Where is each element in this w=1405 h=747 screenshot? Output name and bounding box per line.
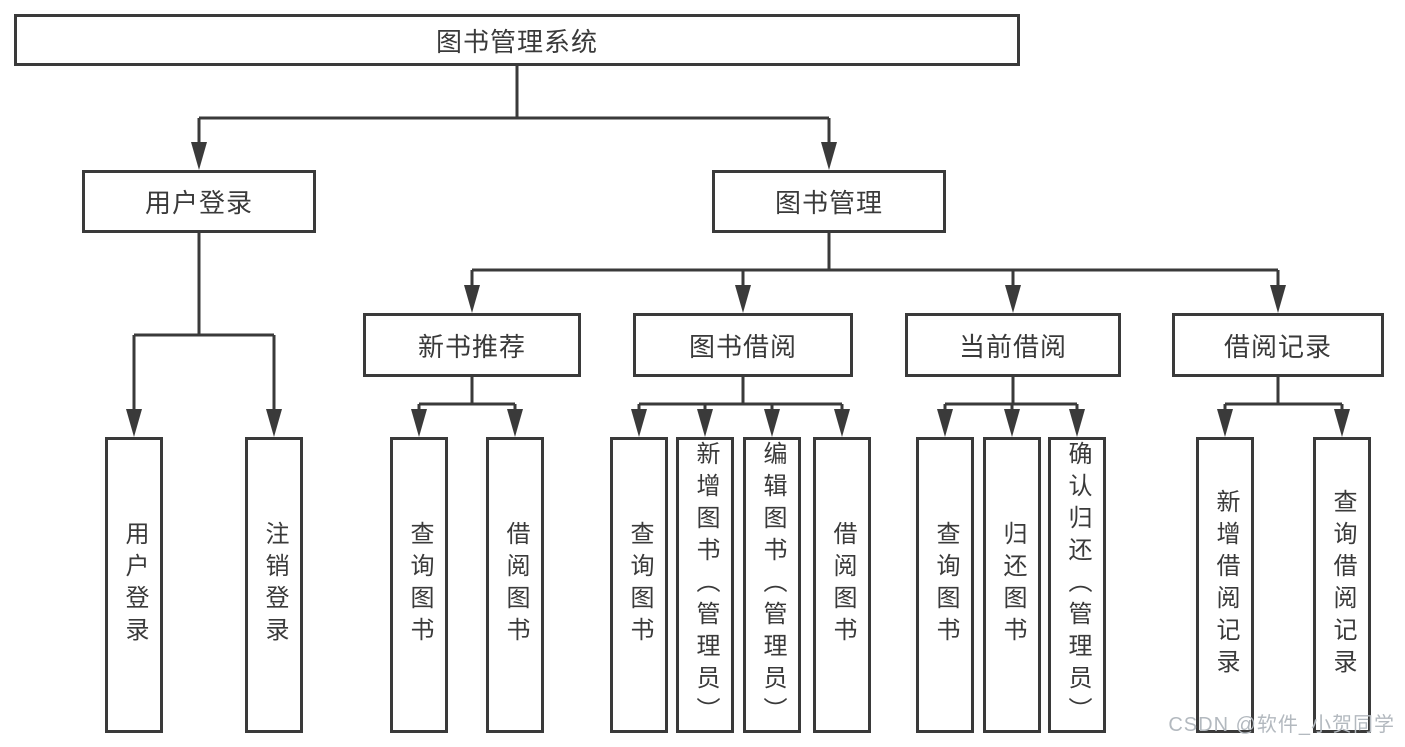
node-book-borrow: 图书借阅 xyxy=(633,313,853,377)
leaf-query-books-current: 查询图书 xyxy=(916,437,974,733)
leaf-label: 借阅图书 xyxy=(502,521,529,649)
leaf-label: 新增借阅记录 xyxy=(1212,489,1239,681)
node-borrow-records: 借阅记录 xyxy=(1172,313,1384,377)
node-label: 图书借阅 xyxy=(688,331,797,362)
arrowhead-down-icon xyxy=(937,409,953,437)
node-label: 图书管理系统 xyxy=(435,26,598,57)
leaf-label: 确认归还（管理员） xyxy=(1064,441,1091,729)
leaf-label: 注销登录 xyxy=(261,521,288,649)
node-label: 用户登录 xyxy=(144,188,253,218)
arrowhead-down-icon xyxy=(631,409,647,437)
connector-current-borrow xyxy=(943,377,1079,413)
connector-borrow-records xyxy=(1223,377,1344,413)
node-current-borrow: 当前借阅 xyxy=(905,313,1121,377)
node-label: 借阅记录 xyxy=(1223,331,1332,362)
connector-user-login xyxy=(132,233,276,413)
leaf-label: 编辑图书（管理员） xyxy=(759,441,786,729)
connector-new-book-recommend xyxy=(417,377,517,413)
leaf-user-login: 用户登录 xyxy=(105,437,163,733)
arrowhead-down-icon xyxy=(821,142,837,170)
arrowhead-down-icon xyxy=(1005,285,1021,313)
leaf-label: 查询图书 xyxy=(932,521,959,649)
arrowhead-down-icon xyxy=(1270,285,1286,313)
arrowhead-down-icon xyxy=(1069,409,1085,437)
leaf-add-book-admin: 新增图书（管理员） xyxy=(676,437,734,733)
node-label: 图书管理 xyxy=(774,188,883,218)
node-new-book-recommend: 新书推荐 xyxy=(363,313,581,377)
arrowhead-down-icon xyxy=(1004,409,1020,437)
leaf-label: 查询借阅记录 xyxy=(1329,489,1356,681)
arrowhead-down-icon xyxy=(464,285,480,313)
connector-book-management xyxy=(470,233,1280,289)
node-label: 新书推荐 xyxy=(417,331,526,362)
leaf-label: 新增图书（管理员） xyxy=(692,441,719,729)
leaf-label: 借阅图书 xyxy=(829,521,856,649)
leaf-confirm-return-admin: 确认归还（管理员） xyxy=(1048,437,1106,733)
node-book-management: 图书管理 xyxy=(712,170,946,233)
connector-book-borrow xyxy=(637,377,844,413)
arrowhead-down-icon xyxy=(126,409,142,437)
leaf-query-books-borrow: 查询图书 xyxy=(610,437,668,733)
leaf-query-books-recommend: 查询图书 xyxy=(390,437,448,733)
csdn-watermark: CSDN @软件_小贺同学 xyxy=(1168,714,1395,736)
leaf-borrow-books-recommend: 借阅图书 xyxy=(486,437,544,733)
node-root-library-management-system: 图书管理系统 xyxy=(14,14,1020,66)
arrowhead-down-icon xyxy=(191,142,207,170)
arrowhead-down-icon xyxy=(507,409,523,437)
leaf-label: 用户登录 xyxy=(121,521,148,649)
leaf-label: 归还图书 xyxy=(999,521,1026,649)
arrowhead-down-icon xyxy=(266,409,282,437)
arrowhead-down-icon xyxy=(1334,409,1350,437)
leaf-edit-book-admin: 编辑图书（管理员） xyxy=(743,437,801,733)
node-user-login: 用户登录 xyxy=(82,170,316,233)
arrowhead-down-icon xyxy=(411,409,427,437)
arrowhead-down-icon xyxy=(764,409,780,437)
leaf-label: 查询图书 xyxy=(406,521,433,649)
arrowhead-down-icon xyxy=(697,409,713,437)
arrowhead-down-icon xyxy=(834,409,850,437)
connector-root xyxy=(197,66,831,146)
leaf-label: 查询图书 xyxy=(626,521,653,649)
arrowhead-down-icon xyxy=(735,285,751,313)
leaf-borrow-books-borrow: 借阅图书 xyxy=(813,437,871,733)
leaf-logout: 注销登录 xyxy=(245,437,303,733)
node-label: 当前借阅 xyxy=(958,331,1067,362)
leaf-query-borrow-record: 查询借阅记录 xyxy=(1313,437,1371,733)
arrowhead-down-icon xyxy=(1217,409,1233,437)
leaf-return-book: 归还图书 xyxy=(983,437,1041,733)
leaf-add-borrow-record: 新增借阅记录 xyxy=(1196,437,1254,733)
